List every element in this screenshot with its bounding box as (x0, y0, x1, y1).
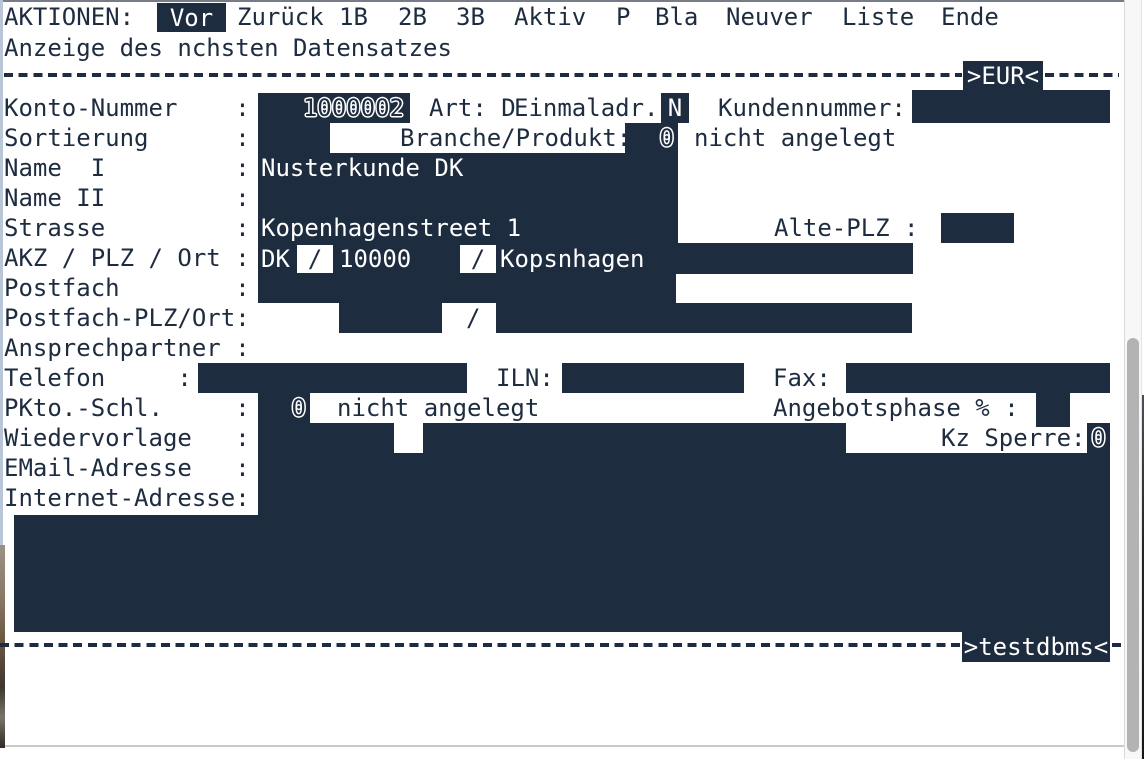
plz-ort-separator: / (470, 245, 486, 273)
menu-item-3b[interactable]: 3B (456, 3, 485, 31)
iln-field[interactable] (562, 363, 744, 393)
pkto-schl-value: 0 (291, 394, 306, 422)
postfach-plz-ort-label: Postfach-PLZ/Ort: (4, 304, 250, 332)
separator-bottom-left (0, 643, 962, 647)
desktop-wallpaper-sliver-right (1142, 395, 1144, 759)
plz-value: 10000 (339, 245, 412, 273)
menu-item-2b[interactable]: 2B (398, 3, 427, 31)
menu-item-p[interactable]: P (616, 3, 631, 31)
separator-top-left (4, 73, 962, 77)
akz-value: DK (261, 245, 290, 273)
menu-item-aktiv[interactable]: Aktiv (514, 3, 587, 31)
ansprechpartner-label: Ansprechpartner : (4, 334, 250, 362)
strasse-value: Kopenhagenstreet 1 (261, 214, 522, 242)
detail-area-block (14, 515, 1110, 632)
angebotsphase-field[interactable] (1036, 393, 1070, 427)
menu-item-vor-label: Vor (169, 3, 214, 32)
akz-plz-ort-field-region[interactable] (258, 243, 913, 274)
akz-plz-ort-label: AKZ / PLZ / Ort : (4, 244, 250, 272)
database-marker-block: >testdbms< (962, 632, 1110, 662)
iln-label: ILN: (496, 364, 554, 392)
internet-label: Internet-Adresse: (4, 484, 250, 512)
kz-sperre-field[interactable]: 0 (1087, 423, 1110, 453)
plz-ort-separator-box: / (460, 245, 496, 273)
kz-sperre-label: Kz Sperre: (941, 424, 1086, 452)
branche-field[interactable]: 0 (625, 123, 678, 153)
wiedervorlage-label: Wiedervorlage : (4, 424, 250, 452)
postfach-label: Postfach : (4, 274, 250, 302)
separator-top-right (1045, 73, 1119, 77)
einmaladr-field[interactable]: N (661, 93, 689, 123)
sortierung-label: Sortierung : (4, 124, 250, 152)
window-bottom-border (0, 745, 1124, 747)
strasse-label: Strasse : (4, 214, 250, 242)
ort-value: Kopsnhagen (500, 245, 645, 273)
window-left-border (0, 0, 3, 548)
postfach-plz-ort-separator: / (466, 304, 481, 332)
name-strasse-field-region[interactable] (258, 153, 678, 245)
alte-plz-field[interactable] (941, 213, 1014, 243)
konto-nummer-label: Konto-Nummer : (4, 94, 250, 122)
angebotsphase-label: Angebotsphase % : (773, 394, 1019, 422)
einmaladr-value: N (667, 94, 683, 122)
postfach-plz-field[interactable] (339, 303, 442, 333)
menu-title: AKTIONEN: (4, 3, 135, 31)
scrollbar-thumb[interactable] (1127, 338, 1139, 752)
art-label: Art: D (429, 94, 516, 122)
email-label: EMail-Adresse : (4, 454, 250, 482)
kz-sperre-value: 0 (1091, 424, 1106, 452)
sortierung-field[interactable] (258, 123, 330, 153)
name2-label: Name II : (4, 184, 250, 212)
branche-note: nicht angelegt (694, 124, 897, 152)
telefon-field[interactable] (198, 363, 467, 393)
status-line: Anzeige des nchsten Datensatzes (4, 34, 452, 62)
pkto-schl-label: PKto.-Schl. : (4, 394, 250, 422)
alte-plz-label: Alte-PLZ : (774, 214, 919, 242)
konto-nummer-field[interactable]: 1000002 (258, 93, 410, 123)
branche-label: Branche/Produkt: (400, 124, 632, 152)
branche-value: 0 (659, 124, 674, 152)
menu-item-liste[interactable]: Liste (842, 3, 915, 31)
wiedervorlage-field-2[interactable] (423, 423, 846, 453)
einmaladr-label: Einmaladr.: (514, 94, 673, 122)
postfach-ort-field[interactable] (496, 303, 912, 333)
menu-item-ende[interactable]: Ende (941, 3, 999, 31)
pkto-schl-field[interactable]: 0 (258, 393, 310, 423)
fax-field[interactable] (846, 363, 1110, 393)
separator-bottom-right (1112, 643, 1122, 647)
fax-label: Fax: (773, 364, 831, 392)
currency-marker: >EUR< (966, 62, 1040, 90)
wiedervorlage-field-1[interactable] (258, 423, 394, 453)
kundennummer-field[interactable] (912, 90, 1110, 123)
kundennummer-label: Kundennummer: (718, 94, 906, 122)
konto-nummer-value: 1000002 (302, 94, 404, 122)
database-marker: >testdbms< (963, 633, 1109, 661)
menu-item-1b[interactable]: 1B (339, 3, 368, 31)
window-top-border (0, 0, 1126, 2)
menu-item-vor-active[interactable]: Vor (157, 3, 226, 32)
telefon-label: Telefon : (4, 364, 192, 392)
menu-item-bla[interactable]: Bla (655, 3, 699, 31)
currency-marker-block: >EUR< (963, 61, 1043, 91)
akz-plz-separator-box: / (297, 245, 333, 273)
pkto-schl-note: nicht angelegt (337, 394, 540, 422)
menu-item-neuver[interactable]: Neuver (726, 3, 813, 31)
email-internet-field-region[interactable] (258, 453, 1110, 515)
menu-item-zurueck[interactable]: Zurück (237, 3, 324, 31)
name1-label: Name I : (4, 154, 250, 182)
postfach-field[interactable] (258, 273, 676, 303)
akz-plz-separator: / (307, 245, 323, 273)
name1-value: Nusterkunde DK (261, 154, 464, 182)
